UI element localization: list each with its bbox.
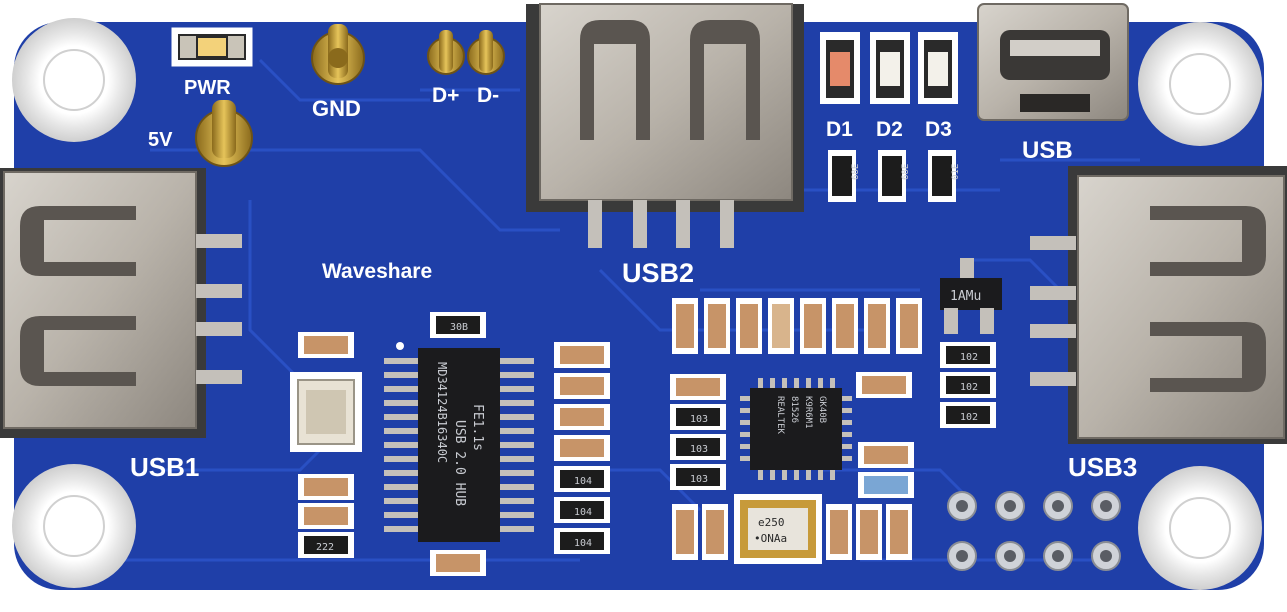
resistor-column-middle: 104 104 104 (554, 342, 610, 554)
usb2-label: USB2 (622, 258, 694, 288)
svg-text:102: 102 (960, 352, 978, 363)
capacitor-group-left: 222 (298, 474, 354, 558)
svg-text:103: 103 (690, 414, 708, 425)
hub-chip-line2: USB 2.0 HUB (452, 420, 467, 506)
led-d2 (870, 32, 910, 104)
resistor-d3: 01E (928, 150, 961, 202)
resistor-column-realtek-left: 103 103 103 (670, 374, 726, 490)
d2-label: D2 (876, 118, 903, 141)
led-d3 (918, 32, 958, 104)
svg-text:01E: 01E (951, 164, 961, 180)
svg-text:222: 222 (316, 542, 334, 553)
svg-text:104: 104 (574, 507, 592, 518)
usb1-connector (0, 168, 242, 438)
gnd-test-pin (311, 24, 365, 85)
pwr-led (171, 27, 253, 67)
svg-text:103: 103 (690, 444, 708, 455)
resistor-column-right: 102 102 102 (940, 342, 996, 428)
mounting-hole-bottom-right (1138, 466, 1262, 590)
capacitor-row-top (672, 298, 922, 354)
crystal-line2: •ONAa (754, 532, 787, 545)
gnd-label: GND (312, 96, 361, 121)
five-v-test-pin (195, 100, 253, 167)
crystal-oscillator-left (290, 372, 362, 452)
hub-chip-line3: MD34124B16340C (435, 362, 449, 463)
resistor-d2: 68E (878, 150, 911, 202)
regulator-text: 1AMu (950, 289, 981, 304)
voltage-regulator: 1AMu (940, 258, 1002, 334)
brand-label: Waveshare (322, 260, 432, 283)
usb-label: USB (1022, 137, 1073, 164)
resistor-d1: 68E (828, 150, 861, 202)
d1-label: D1 (826, 118, 853, 141)
realtek-line2: 81526 (789, 396, 799, 423)
five-v-label: 5V (148, 129, 173, 151)
usb3-label: USB3 (1068, 452, 1137, 482)
realtek-line1: REALTEK (775, 396, 785, 435)
svg-text:68E: 68E (851, 164, 861, 180)
mounting-hole-top-right (1138, 22, 1262, 146)
led-d1 (820, 32, 860, 104)
pwr-label: PWR (184, 77, 231, 99)
svg-text:102: 102 (960, 412, 978, 423)
svg-text:68E: 68E (901, 164, 911, 180)
mounting-hole-top-left (12, 18, 136, 142)
capacitor-left-top (298, 332, 354, 358)
dminus-test-pin (467, 30, 505, 75)
svg-text:104: 104 (574, 476, 592, 487)
capacitor-under-hub (430, 550, 486, 576)
hub-chip-pins-right (496, 358, 534, 532)
crystal-line1: e250 (758, 516, 785, 529)
svg-text:30B: 30B (450, 322, 468, 333)
svg-text:104: 104 (574, 538, 592, 549)
usb2-connector (526, 3, 804, 248)
hub-chip-pins-left (384, 358, 422, 532)
dplus-label: D+ (432, 84, 459, 107)
svg-text:103: 103 (690, 474, 708, 485)
hub-chip-line1: FE1.1s (470, 404, 485, 451)
capacitor-row-bottom (672, 504, 912, 560)
dplus-test-pin (427, 30, 465, 75)
dminus-label: D- (477, 84, 499, 107)
mounting-hole-bottom-left (12, 464, 136, 588)
d3-label: D3 (925, 118, 952, 141)
realtek-chip: REALTEK 81526 K9R6M1 GK40B (740, 378, 852, 480)
realtek-line3: K9R6M1 (803, 396, 813, 429)
realtek-line4: GK40B (817, 396, 827, 423)
micro-usb-connector (977, 3, 1129, 121)
resistor-30b: 30B (430, 312, 486, 338)
usb1-label: USB1 (130, 452, 199, 482)
svg-text:102: 102 (960, 382, 978, 393)
usb3-connector (1030, 166, 1287, 444)
crystal-e250: e250 •ONAa (734, 494, 822, 564)
capacitor-right-realtek (856, 372, 914, 498)
hub-chip: FE1.1s USB 2.0 HUB MD34124B16340C (384, 342, 534, 542)
